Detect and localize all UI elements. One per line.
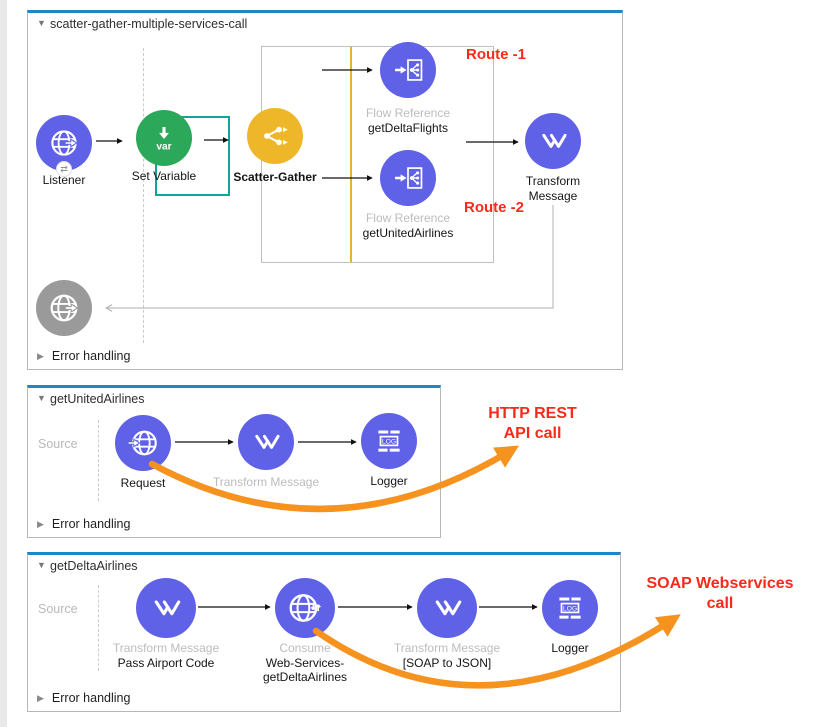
node-http-request[interactable]: Request: [83, 415, 203, 491]
flow-reference-icon: [394, 167, 423, 189]
node-name-line2: getDeltaAirlines: [262, 670, 348, 684]
dataweave-icon: [542, 133, 567, 148]
logger-icon: LOG: [559, 597, 581, 619]
node-name-line1: Web-Services-: [265, 655, 345, 670]
node-consume[interactable]: Consume Web-Services- getDeltaAirlines: [245, 578, 365, 685]
collapse-triangle-icon[interactable]: ▼: [37, 393, 46, 403]
annotation-line: API call: [503, 425, 562, 442]
node-label: Set Variable: [131, 169, 197, 183]
error-handling-row[interactable]: ▶ Error handling: [37, 517, 130, 531]
http-response-globe-icon: [50, 294, 79, 322]
dataweave-icon: [255, 434, 280, 449]
node-label: Request: [120, 476, 166, 490]
collapse-triangle-icon[interactable]: ▼: [37, 18, 46, 28]
annotation-line: call: [706, 595, 734, 612]
error-handling-row[interactable]: ▶ Error handling: [37, 349, 130, 363]
annotation-line: SOAP Webservices: [646, 575, 794, 592]
node-flow-reference-getUnitedAirlines[interactable]: Flow Reference getUnitedAirlines: [348, 150, 468, 240]
flow-reference-icon: [394, 59, 423, 81]
node-transform-soap-to-json[interactable]: Transform Message [SOAP to JSON]: [387, 578, 507, 670]
node-label: Scatter-Gather: [233, 170, 317, 184]
node-transform-message[interactable]: Transform Message: [206, 414, 326, 490]
node-type-label: Transform Message: [112, 641, 220, 655]
error-handling-label: Error handling: [51, 517, 131, 531]
listener-exchange-badge-icon: ⇄: [56, 161, 72, 177]
editor-left-margin: [0, 0, 7, 727]
node-set-variable[interactable]: var Set Variable: [104, 110, 224, 184]
expand-triangle-icon: ▶: [37, 350, 44, 361]
node-type-label: Consume: [279, 641, 331, 655]
node-logger[interactable]: LOG Logger: [329, 413, 449, 489]
source-area-label: Source: [38, 602, 78, 616]
node-transform-message[interactable]: Transform Message: [493, 113, 613, 203]
flow-title: getDeltaAirlines: [50, 559, 138, 573]
node-label-line2: Message: [528, 188, 578, 203]
node-type-label: Transform Message: [212, 475, 320, 489]
annotation-route-1: Route -1: [466, 46, 526, 63]
error-handling-label: Error handling: [51, 691, 131, 705]
scatter-gather-icon: [264, 126, 288, 146]
http-listener-globe-icon: [51, 130, 78, 156]
node-name-label: [SOAP to JSON]: [402, 655, 492, 670]
dataweave-icon: [154, 600, 181, 616]
node-listener-response[interactable]: [4, 280, 124, 336]
dataweave-icon: [435, 600, 462, 616]
annotation-route-2: Route -2: [464, 199, 524, 216]
source-area-label: Source: [38, 437, 78, 451]
node-transform-pass-airport-code[interactable]: Transform Message Pass Airport Code: [106, 578, 226, 670]
node-logger[interactable]: LOG Logger: [510, 580, 630, 656]
svg-text:LOG: LOG: [563, 606, 577, 613]
node-label: Logger: [370, 474, 408, 488]
flow-title: getUnitedAirlines: [50, 392, 145, 406]
logger-icon: LOG: [378, 430, 400, 452]
scatter-gather-route-line: [350, 47, 352, 262]
node-flow-reference-getDeltaFlights[interactable]: Flow Reference getDeltaFlights: [348, 42, 468, 135]
consume-globe-icon: [289, 594, 321, 622]
node-type-label: Flow Reference: [365, 106, 451, 120]
node-label: Listener: [42, 173, 86, 187]
expand-triangle-icon: ▶: [37, 518, 44, 529]
svg-text:LOG: LOG: [382, 439, 396, 446]
node-label: Logger: [551, 641, 589, 655]
error-handling-row[interactable]: ▶ Error handling: [37, 691, 130, 705]
collapse-triangle-icon[interactable]: ▼: [37, 560, 46, 570]
node-type-label: Flow Reference: [365, 211, 451, 225]
annotation-http-rest: HTTP REST API call: [470, 404, 595, 444]
source-separator-line: [98, 420, 99, 501]
annotation-line: HTTP REST: [488, 405, 577, 422]
error-handling-label: Error handling: [51, 349, 131, 363]
http-request-globe-icon: [127, 430, 157, 456]
node-name-label: getUnitedAirlines: [362, 225, 454, 240]
node-name-label: getDeltaFlights: [367, 120, 449, 135]
node-scatter-gather[interactable]: Scatter-Gather: [215, 108, 335, 185]
set-variable-icon: var: [156, 126, 172, 152]
annotation-soap-webservices: SOAP Webservices call: [640, 574, 800, 614]
node-type-label: Transform Message: [393, 641, 501, 655]
expand-triangle-icon: ▶: [37, 692, 44, 703]
svg-text:var: var: [156, 141, 171, 152]
node-listener[interactable]: ⇄ Listener: [4, 115, 124, 188]
node-label-line1: Transform: [525, 174, 581, 188]
source-separator-line: [143, 48, 144, 343]
node-name-label: Pass Airport Code: [117, 655, 215, 670]
flow-title: scatter-gather-multiple-services-call: [50, 17, 248, 31]
source-separator-line: [98, 585, 99, 671]
